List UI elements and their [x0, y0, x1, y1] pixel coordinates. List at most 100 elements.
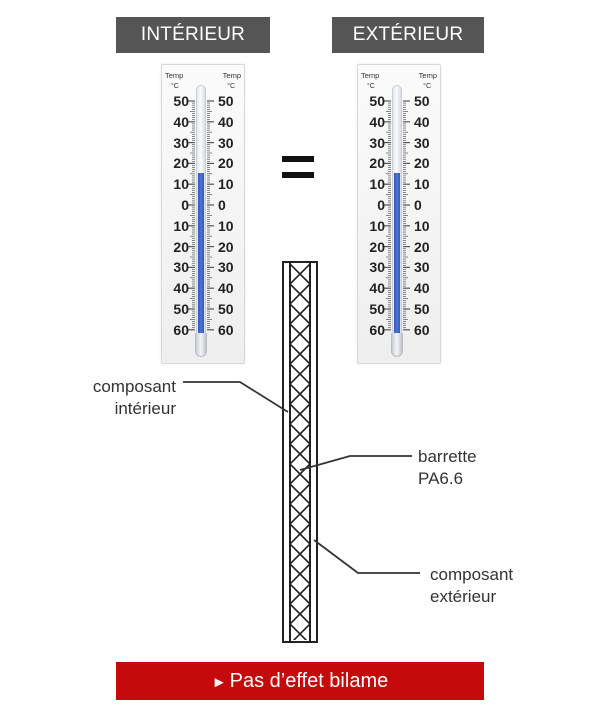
thermometer-ticks	[384, 100, 410, 331]
bar-leader	[299, 455, 412, 471]
scale-row: 60 60	[162, 322, 244, 338]
exterior-component-label-line1: composant	[430, 565, 514, 584]
scale-row: 40 40	[162, 280, 244, 296]
exterior-component-label-line2: extérieur	[430, 587, 497, 606]
scale-value-right: 40	[414, 113, 430, 130]
scale-value-right: 50	[218, 301, 234, 317]
scale-value-left: 20	[369, 155, 385, 172]
bar-label-line2: PA6.6	[418, 469, 464, 488]
scale-value-left: 30	[369, 134, 385, 151]
scale-row: 30 30	[162, 259, 244, 275]
interior-component-leader	[183, 381, 289, 413]
thermometer-unit-label: °C	[367, 83, 375, 90]
hatch-line	[290, 283, 310, 305]
scale-value-right: 0	[218, 197, 226, 213]
scale-value-left: 60	[173, 321, 189, 338]
thermometer-unit-label: °C	[171, 83, 179, 90]
bar-label-line1: barrette	[418, 447, 477, 466]
footer-text: Pas d’effet bilame	[229, 670, 389, 692]
hatch-line	[290, 303, 310, 325]
thermometer-bulb	[195, 333, 207, 357]
scale-value-left: 50	[173, 93, 189, 109]
scale-value-right: 40	[414, 280, 430, 297]
scale-value-left: 20	[369, 238, 385, 255]
footer-banner: ►Pas d’effet bilame	[116, 662, 484, 700]
thermometer-fluid	[394, 173, 400, 333]
scale-value-right: 60	[218, 321, 234, 338]
hatch-line	[290, 583, 310, 605]
hatch-line	[292, 623, 310, 640]
thermometer-head-label: Temp	[361, 71, 380, 80]
scale-value-right: 20	[414, 238, 430, 255]
scale-value-left: 40	[369, 280, 385, 297]
hatch-line	[290, 264, 310, 285]
scale-value-right: 10	[218, 217, 234, 234]
scale-value-left: 30	[173, 259, 189, 276]
hatch-line	[290, 503, 310, 525]
hatch-line	[290, 383, 310, 405]
scale-value-right: 50	[414, 301, 430, 317]
scale-value-left: 50	[369, 301, 385, 317]
scale-value-right: 30	[218, 259, 234, 276]
scale-row: 50 50	[162, 301, 244, 317]
hatch-line	[290, 363, 310, 385]
equals-bar-bottom	[282, 172, 314, 178]
scale-value-left: 40	[173, 280, 189, 297]
scale-value-right: 30	[414, 259, 430, 276]
scale-value-right: 20	[218, 155, 234, 172]
hatch-line	[290, 403, 310, 425]
thermometer-ticks	[188, 100, 214, 331]
interior-header-label: INTÉRIEUR	[116, 17, 270, 53]
scale-value-left: 30	[173, 134, 189, 151]
hatch-line	[290, 423, 310, 445]
scale-value-left: 10	[173, 176, 189, 193]
scale-value-right: 40	[218, 113, 234, 130]
outer-profile-wall	[282, 261, 318, 643]
interior-component-label-line1: composant	[92, 377, 176, 396]
hatch-line	[290, 323, 310, 345]
scale-row: 10 10	[358, 176, 440, 192]
scale-value-left: 10	[173, 217, 189, 234]
interior-component-label-line2: intérieur	[114, 399, 176, 418]
scale-value-left: 60	[369, 321, 385, 338]
scale-row: 30 30	[358, 259, 440, 275]
hatch-line	[290, 543, 310, 565]
scale-row: 40 40	[358, 280, 440, 296]
hatch-line	[290, 343, 310, 365]
scale-value-right: 30	[218, 134, 234, 151]
scale-value-right: 40	[218, 280, 234, 297]
scale-value-left: 20	[173, 155, 189, 172]
thermometer-head-label: Temp	[222, 71, 241, 80]
scale-value-left: 50	[173, 301, 189, 317]
hatch-line	[290, 523, 310, 545]
scale-row: 60 60	[358, 322, 440, 338]
scale-row: 10 10	[162, 218, 244, 234]
bar-label: barrette PA6.6	[418, 446, 477, 490]
interior-component-label: composant intérieur	[66, 376, 176, 420]
exterior-component-leader	[313, 539, 420, 574]
scale-value-left: 10	[369, 176, 385, 193]
scale-value-left: 30	[369, 259, 385, 276]
hatch-line	[290, 483, 310, 505]
equals-sign	[282, 156, 314, 178]
thermometer-unit-label: °C	[227, 83, 235, 90]
exterior-component-label: composant extérieur	[430, 564, 513, 608]
scale-value-right: 60	[414, 321, 430, 338]
scale-value-right: 10	[414, 176, 430, 193]
scale-row: 30 30	[162, 135, 244, 151]
thermometer-fluid	[198, 173, 204, 333]
